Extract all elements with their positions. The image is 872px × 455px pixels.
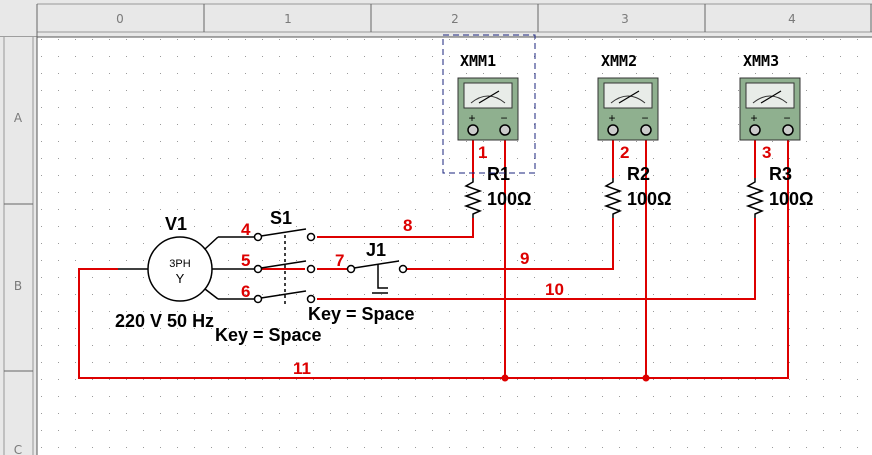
resistor-r1-value: 100Ω: [487, 189, 531, 209]
node-label-8: 8: [403, 216, 412, 235]
xmm3-minus-label: −: [783, 111, 790, 125]
xmm2-ref-label: XMM2: [601, 52, 637, 70]
wires: [78, 134, 789, 379]
node-label-3: 3: [762, 143, 771, 162]
junction-dot: [642, 374, 650, 382]
switch-s1[interactable]: [253, 228, 316, 305]
resistor-r3-ref: R3: [769, 164, 792, 184]
node-label-1: 1: [478, 143, 487, 162]
ruler-col-1: 1: [284, 12, 292, 26]
ruler-col-3: 3: [621, 12, 629, 26]
ruler-row-a: A: [14, 111, 23, 125]
ruler-col-0: 0: [116, 12, 124, 26]
resistor-r2-value: 100Ω: [627, 189, 671, 209]
resistor-r3-value: 100Ω: [769, 189, 813, 209]
resistor-r2-ref: R2: [627, 164, 650, 184]
ruler-row-b: B: [14, 279, 22, 293]
switch-s1-ref-label: S1: [270, 208, 292, 228]
multimeter-xmm2[interactable]: [597, 77, 659, 141]
multimeter-xmm3[interactable]: [739, 77, 801, 141]
three-phase-source-v1[interactable]: [118, 236, 255, 302]
node-label-10: 10: [545, 280, 564, 299]
node-label-6: 6: [241, 282, 250, 301]
xmm2-minus-label: −: [641, 111, 648, 125]
resistor-r1-ref: R1: [487, 164, 510, 184]
xmm3-ref-label: XMM3: [743, 52, 779, 70]
node-label-2: 2: [620, 143, 629, 162]
switch-s1-key-label: Key = Space: [215, 325, 322, 345]
node-label-5: 5: [241, 251, 250, 270]
node-label-9: 9: [520, 249, 529, 268]
node-label-7: 7: [335, 251, 344, 270]
node-label-4: 4: [241, 220, 251, 239]
source-symbol-label: 3PH: [169, 258, 190, 270]
source-value-label: 220 V 50 Hz: [115, 311, 214, 331]
wire-net-8[interactable]: [317, 218, 474, 238]
left-ruler: A B C: [0, 37, 38, 455]
source-wye-label: Y: [176, 271, 185, 286]
selection-box: [442, 34, 536, 174]
wire-net-11[interactable]: [78, 134, 789, 379]
multimeter-xmm1[interactable]: [457, 77, 519, 141]
xmm1-ref-label: XMM1: [460, 52, 496, 70]
ruler-col-4: 4: [788, 12, 796, 26]
resistor-r1[interactable]: [463, 178, 483, 218]
xmm2-plus-label: +: [608, 111, 615, 125]
source-ref-label: V1: [165, 214, 187, 234]
switch-j1-ref-label: J1: [366, 240, 386, 260]
xmm1-minus-label: −: [500, 111, 507, 125]
resistor-r2[interactable]: [603, 178, 623, 218]
top-ruler: 0 1 2 3 4: [0, 0, 872, 38]
xmm1-plus-label: +: [468, 111, 475, 125]
ruler-row-c: C: [14, 443, 22, 455]
switch-j1[interactable]: [346, 260, 408, 294]
wire-net-10[interactable]: [317, 218, 756, 300]
xmm3-plus-label: +: [750, 111, 757, 125]
resistor-r3[interactable]: [745, 178, 765, 218]
switch-j1-key-label: Key = Space: [308, 304, 415, 324]
ruler-col-2: 2: [451, 12, 459, 26]
wire-net-9[interactable]: [407, 218, 614, 270]
node-label-11: 11: [293, 359, 311, 378]
junction-dot: [501, 374, 509, 382]
